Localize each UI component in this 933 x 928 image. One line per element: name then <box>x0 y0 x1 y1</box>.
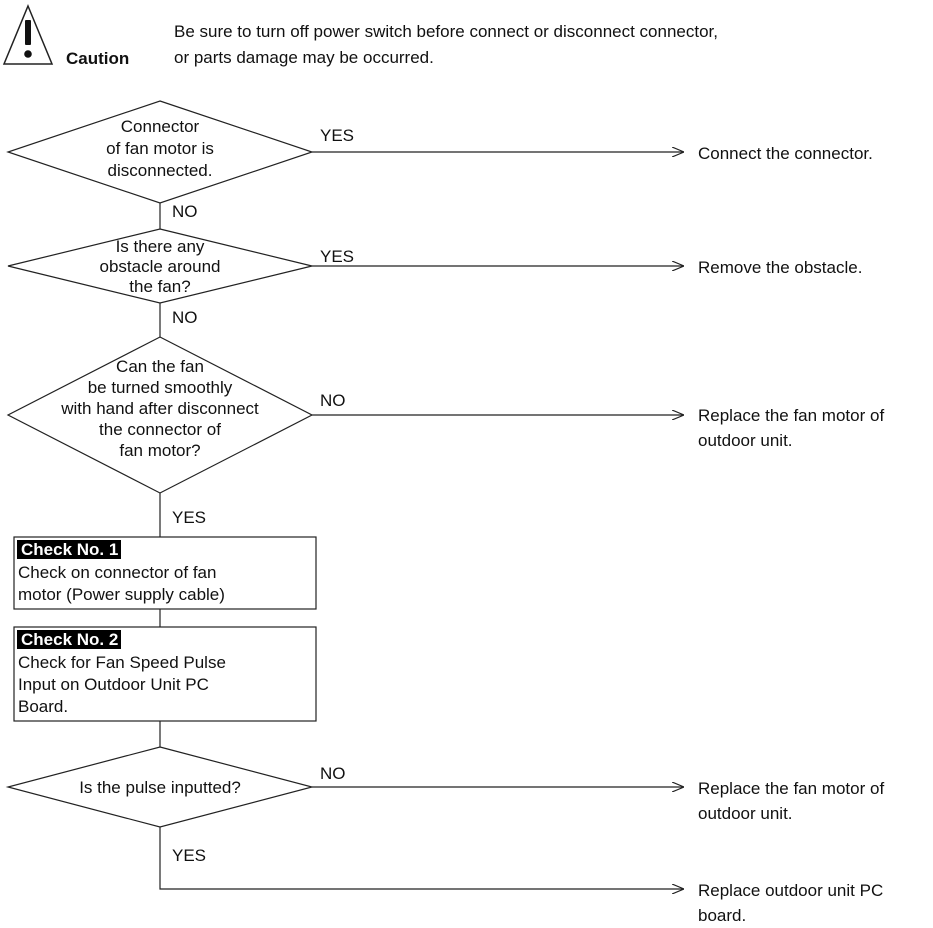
check-tag-bg <box>17 630 121 649</box>
decision-pulse-inputted: Is the pulse inputted? NO Replace the fa… <box>5 746 884 865</box>
decision-obstacle-around-fan: Is there any obstacle around the fan? YE… <box>7 228 862 337</box>
branch-arrow <box>159 827 684 889</box>
decision-text-line: be turned smoothly <box>88 378 233 397</box>
decision-text-line: of fan motor is <box>106 139 214 158</box>
decision-text-line: Is the pulse inputted? <box>79 778 241 797</box>
decision-text-line: the fan? <box>129 277 190 296</box>
result-text: board. <box>698 906 746 925</box>
check-text-line: Check on connector of fan <box>18 563 216 582</box>
result-text: Connect the connector. <box>698 144 873 163</box>
result-text: outdoor unit. <box>698 804 793 823</box>
final-result-branch: Replace outdoor unit PC board. <box>159 827 883 925</box>
result-text: Replace outdoor unit PC <box>698 881 883 900</box>
branch-label-no: NO <box>320 764 346 783</box>
caution-label: Caution <box>66 49 129 68</box>
check-box-2: Check No. 2 Check for Fan Speed Pulse In… <box>13 626 317 722</box>
result-text: Replace the fan motor of <box>698 779 884 798</box>
check-text-line: Board. <box>18 697 68 716</box>
down-label-yes: YES <box>172 508 206 527</box>
warning-triangle-icon <box>2 4 54 65</box>
down-label-no: NO <box>172 308 198 327</box>
check-box-1: Check No. 1 Check on connector of fan mo… <box>13 536 317 610</box>
result-text: Remove the obstacle. <box>698 258 862 277</box>
check-text-line: Input on Outdoor Unit PC <box>18 675 209 694</box>
caution-notice: Caution Be sure to turn off power switch… <box>2 4 718 68</box>
check-box <box>13 536 317 610</box>
caution-text-line-2: or parts damage may be occurred. <box>174 48 434 67</box>
check-text-line: Check for Fan Speed Pulse <box>18 653 226 672</box>
decision-text-line: fan motor? <box>119 441 200 460</box>
result-text: outdoor unit. <box>698 431 793 450</box>
decision-text-line: with hand after disconnect <box>60 399 259 418</box>
branch-label-yes: YES <box>320 247 354 266</box>
check-tag: Check No. 2 <box>21 630 118 649</box>
decision-fan-turns-smoothly: Can the fan be turned smoothly with hand… <box>6 336 884 537</box>
caution-text-line-1: Be sure to turn off power switch before … <box>174 22 718 41</box>
decision-text-line: Is there any <box>116 237 205 256</box>
decision-text-line: Can the fan <box>116 357 204 376</box>
decision-text-line: disconnected. <box>108 161 213 180</box>
decision-text-line: obstacle around <box>100 257 221 276</box>
check-text-line: motor (Power supply cable) <box>18 585 225 604</box>
branch-label-yes: YES <box>320 126 354 145</box>
down-label-yes: YES <box>172 846 206 865</box>
branch-label-no: NO <box>320 391 346 410</box>
result-text: Replace the fan motor of <box>698 406 884 425</box>
decision-text-line: the connector of <box>99 420 221 439</box>
down-label-no: NO <box>172 202 198 221</box>
check-tag-bg <box>17 540 121 559</box>
check-tag: Check No. 1 <box>21 540 118 559</box>
decision-connector-disconnected: Connector of fan motor is disconnected. … <box>6 100 873 229</box>
decision-text-line: Connector <box>121 117 200 136</box>
